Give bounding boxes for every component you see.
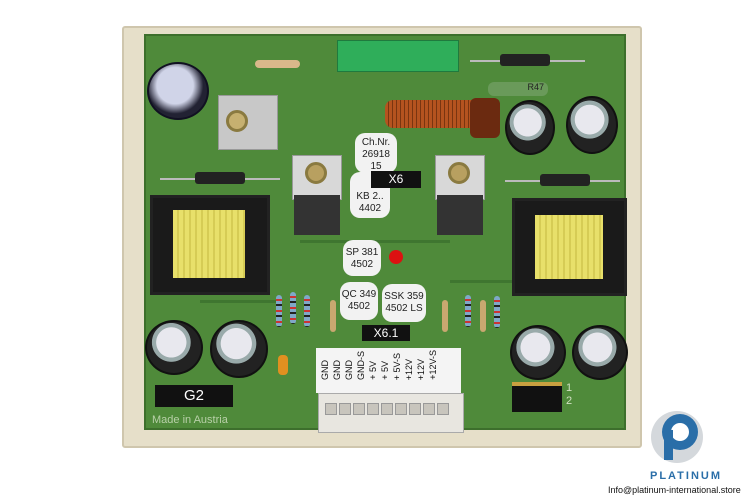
header-mark: 2: [566, 395, 573, 407]
capacitor: [572, 325, 628, 380]
pin-label: GND: [320, 359, 330, 380]
brand-name: PLATINUM: [650, 470, 723, 482]
transformer-winding: [173, 210, 245, 278]
tantalum-capacitor: [278, 355, 288, 375]
pin-label: GND: [332, 359, 342, 380]
ch-nr-number: 26918: [362, 149, 390, 160]
led-indicator: [389, 250, 403, 264]
capacitor: [566, 96, 618, 154]
connector-pin: [437, 403, 449, 415]
connector-pin: [325, 403, 337, 415]
edge-connector: [318, 393, 464, 433]
label-qc: QC 349 4502: [340, 282, 378, 320]
resistor: [330, 300, 336, 332]
mounting-screw: [305, 162, 327, 184]
capacitor: [145, 320, 203, 375]
regulator-ic: [294, 195, 340, 235]
ssk-number: 4502 LS: [385, 303, 423, 314]
pin-label: GND-S: [356, 350, 366, 380]
resistor: [494, 296, 500, 328]
qc-text: QC 349: [341, 289, 377, 300]
connector-pin: [423, 403, 435, 415]
pin-label: +12V: [404, 358, 414, 380]
g2-text: G2: [183, 387, 204, 404]
connector-pin: [353, 403, 365, 415]
diode: [500, 54, 550, 66]
mounting-screw: [448, 162, 470, 184]
ch-nr-suffix: 15: [370, 161, 382, 172]
capacitor: [147, 62, 209, 120]
resistor: [465, 295, 471, 327]
transformer-winding: [535, 215, 603, 279]
resistor: [276, 295, 282, 327]
label-ssk: SSK 359 4502 LS: [382, 284, 426, 322]
resistor: [480, 300, 486, 332]
platinum-logo: [648, 408, 706, 466]
transformer-left: [150, 195, 270, 295]
header-mark: 1: [566, 382, 573, 394]
pin-header: [512, 382, 562, 412]
pin-label: GND: [344, 359, 354, 380]
pin-label: +12V: [416, 358, 426, 380]
resistor: [442, 300, 448, 332]
pin-label: +12V-S: [428, 350, 438, 380]
r47-label: R47: [527, 82, 544, 92]
kb-number: 4402: [358, 203, 382, 214]
label-sp: SP 381 4502: [343, 240, 381, 276]
transformer-right: [512, 198, 627, 296]
diode: [540, 174, 590, 186]
label-x6-1: X6.1: [362, 325, 410, 341]
resistor-r47: R47: [488, 82, 548, 96]
diode: [195, 172, 245, 184]
trace: [200, 300, 280, 303]
inductor-core: [470, 98, 500, 138]
connector-pin: [339, 403, 351, 415]
label-g2: G2: [155, 385, 233, 407]
ssk-text: SSK 359: [384, 291, 424, 302]
header-marks: 1 2: [566, 382, 572, 408]
resistor: [304, 295, 310, 327]
sp-text: SP 381: [345, 247, 379, 258]
kb-text: KB 2..: [356, 191, 384, 202]
x6-1-text: X6.1: [373, 326, 399, 340]
sp-number: 4502: [350, 259, 374, 270]
terminal-block: [337, 40, 459, 72]
capacitor: [210, 320, 268, 378]
resistor: [290, 292, 296, 324]
connector-pin: [367, 403, 379, 415]
trace: [450, 280, 570, 283]
label-ch-nr: Ch.Nr. 26918 15: [355, 133, 397, 173]
connector-pin: [381, 403, 393, 415]
pin-label: + 5V-S: [392, 352, 402, 380]
label-x6: X6: [371, 171, 421, 188]
pin-label: + 5V: [368, 361, 378, 380]
capacitor: [505, 100, 555, 155]
capacitor: [510, 325, 566, 380]
connector-pin: [409, 403, 421, 415]
contact-email: Info@platinum-international.store: [608, 485, 741, 495]
pin-label: + 5V: [380, 361, 390, 380]
x6-text: X6: [388, 172, 404, 186]
mounting-screw: [226, 110, 248, 132]
inductor-coil: [385, 100, 485, 128]
regulator-ic: [437, 195, 483, 235]
made-in-austria: Made in Austria: [152, 414, 228, 426]
ch-nr-text: Ch.Nr.: [361, 137, 391, 148]
connector-pin: [395, 403, 407, 415]
resistor: [255, 60, 300, 68]
qc-number: 4502: [347, 301, 371, 312]
